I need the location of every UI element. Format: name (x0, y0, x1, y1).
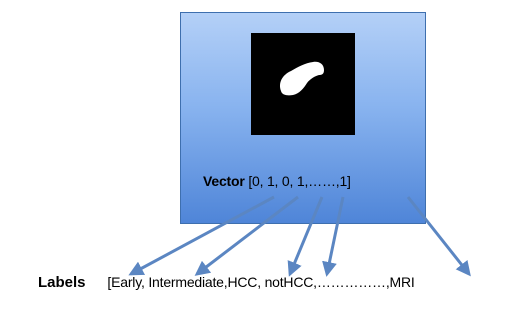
labels-text: Labels [Early, Intermediate,HCC, notHCC,… (38, 274, 415, 291)
arrow-hcc (287, 196, 324, 277)
vector-keyword: Vector (203, 173, 245, 189)
labels-keyword: Labels (38, 274, 86, 291)
lesion-mask-image (251, 33, 355, 135)
lesion-shape (280, 61, 324, 96)
arrow-nothcc (322, 196, 345, 277)
feature-panel: Vector [0, 1, 0, 1,……,1] (180, 12, 426, 224)
vector-values: [0, 1, 0, 1,……,1] (248, 173, 351, 189)
arrow-mri (406, 196, 471, 277)
arrow-early (128, 195, 275, 276)
arrow-intermediate (194, 195, 299, 276)
labels-list: [Early, Intermediate,HCC, notHCC,……………,M… (107, 274, 415, 290)
vector-text: Vector [0, 1, 0, 1,……,1] (203, 173, 413, 189)
